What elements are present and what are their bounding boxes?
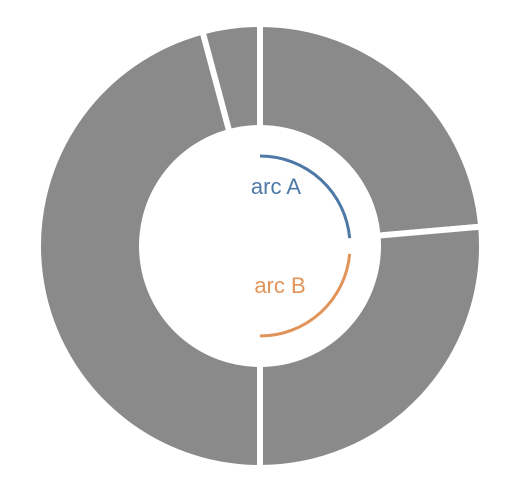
donut-segment-2 [257,223,485,472]
arcs-layer [259,154,352,338]
donut-segment-3 [35,27,263,472]
segments-layer [35,20,485,472]
arc-b-label: arc B [254,273,305,298]
arc-b-curve [259,253,352,338]
donut-segment-1 [257,20,485,239]
arc-a-curve [259,154,352,239]
labels-layer: arc A arc B [251,174,306,298]
donut-segment-4 [198,20,263,136]
arc-a-label: arc A [251,174,301,199]
